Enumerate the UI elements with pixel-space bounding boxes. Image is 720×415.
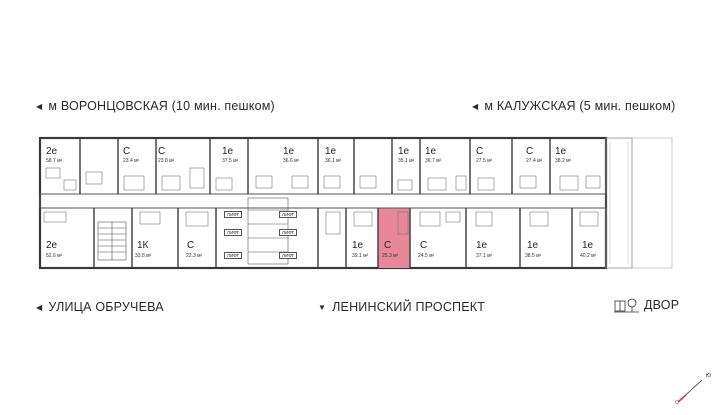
apartment-type-bottom-6[interactable]: 1е xyxy=(476,240,488,251)
apartment-area-bottom-3: 39.1 м² xyxy=(352,253,369,259)
apartment-area-top-0: 58.7 м² xyxy=(46,158,63,164)
leninsky-prospekt-label: ▼ ЛЕНИНСКИЙ ПРОСПЕКТ xyxy=(318,300,485,314)
apartment-area-bottom-6: 37.1 м² xyxy=(476,253,493,259)
apartment-type-bottom-8[interactable]: 1е xyxy=(582,240,594,251)
apartment-type-bottom-2[interactable]: С xyxy=(187,240,195,251)
apartment-area-top-6: 35.1 м² xyxy=(398,158,415,164)
top-partitions xyxy=(79,138,551,194)
pointer-down-left-icon: ◀ xyxy=(36,302,43,312)
selected-apartment-highlight[interactable] xyxy=(378,208,410,268)
apartment-area-bottom-0: 52.6 м² xyxy=(46,253,63,259)
courtyard-icon xyxy=(614,298,639,313)
apartment-type-bottom-7[interactable]: 1е xyxy=(527,240,539,251)
lift-label: ЛИФТ xyxy=(224,229,243,236)
pointer-down-icon: ▼ xyxy=(318,302,327,312)
compass-north-label: Ю xyxy=(706,373,712,379)
pointer-up-left-icon: ◀ xyxy=(472,101,479,111)
apartment-type-bottom-1[interactable]: 1К xyxy=(137,240,149,251)
apartment-area-top-5: 36.1 м² xyxy=(325,158,342,164)
apartment-type-top-1[interactable]: С xyxy=(123,146,131,157)
apartment-type-top-0[interactable]: 2е xyxy=(46,146,58,157)
apartment-type-bottom-5[interactable]: С xyxy=(420,240,428,251)
apartment-area-bottom-1: 33.8 м² xyxy=(135,253,152,259)
courtyard-label: ДВОР xyxy=(614,297,679,313)
apartment-type-bottom-4-selected[interactable]: С xyxy=(384,240,392,251)
street-obrucheva-text: УЛИЦА ОБРУЧЕВА xyxy=(48,300,164,314)
apartment-area-bottom-8: 40.2 м² xyxy=(580,253,597,259)
apartment-type-top-7[interactable]: 1е xyxy=(425,146,437,157)
bottom-partitions xyxy=(93,208,573,268)
apartment-area-bottom-4-selected: 25.3 м² xyxy=(382,253,399,259)
terrace-outer xyxy=(631,137,673,269)
metro-kaluzhskaya-label: ◀ м КАЛУЖСКАЯ (5 мин. пешком) xyxy=(472,99,676,113)
apartment-area-top-7: 36.7 м² xyxy=(425,158,442,164)
room-fixtures xyxy=(43,167,601,235)
compass-south-label: С xyxy=(675,400,679,406)
apartment-type-top-5[interactable]: 1е xyxy=(325,146,337,157)
apartment-type-bottom-3[interactable]: 1е xyxy=(352,240,364,251)
apartment-type-top-3[interactable]: 1е xyxy=(222,146,234,157)
apartment-area-top-1: 23.4 м² xyxy=(123,158,140,164)
apartment-type-top-8[interactable]: С xyxy=(476,146,484,157)
apartment-area-top-4: 36.6 м² xyxy=(283,158,300,164)
metro-kaluzhskaya-text: м КАЛУЖСКАЯ (5 мин. пешком) xyxy=(484,99,676,113)
apartment-area-top-10: 38.2 м² xyxy=(555,158,572,164)
metro-vorontsovskaya-label: ◀ м ВОРОНЦОВСКАЯ (10 мин. пешком) xyxy=(36,99,275,113)
apartment-type-top-4[interactable]: 1е xyxy=(283,146,295,157)
compass: Ю С xyxy=(672,370,712,410)
apartment-area-bottom-7: 38.5 м² xyxy=(525,253,542,259)
courtyard-text: ДВОР xyxy=(644,298,680,312)
compass-needle-icon xyxy=(677,379,703,403)
apartment-area-top-2: 23.8 м² xyxy=(158,158,175,164)
apartment-area-bottom-2: 22.3 м² xyxy=(186,253,203,259)
lift-label: ЛИФТ xyxy=(279,252,298,259)
apartment-type-top-6[interactable]: 1е xyxy=(398,146,410,157)
apartment-type-top-10[interactable]: 1е xyxy=(555,146,567,157)
apartment-area-top-8: 27.5 м² xyxy=(476,158,493,164)
apartment-type-top-9[interactable]: С xyxy=(526,146,534,157)
apartment-area-top-9: 27.4 м² xyxy=(526,158,543,164)
metro-vorontsovskaya-text: м ВОРОНЦОВСКАЯ (10 мин. пешком) xyxy=(48,99,275,113)
street-obrucheva-label: ◀ УЛИЦА ОБРУЧЕВА xyxy=(36,300,164,314)
lift-label: ЛИФТ xyxy=(279,229,298,236)
apartment-area-top-3: 37.5 м² xyxy=(222,158,239,164)
lift-label: ЛИФТ xyxy=(224,211,243,218)
pointer-up-left-icon: ◀ xyxy=(36,101,43,111)
apartment-area-bottom-5: 24.5 м² xyxy=(418,253,435,259)
apartment-type-bottom-0[interactable]: 2е xyxy=(46,240,58,251)
apartment-type-top-2[interactable]: С xyxy=(158,146,166,157)
lift-label: ЛИФТ xyxy=(279,211,298,218)
leninsky-prospekt-text: ЛЕНИНСКИЙ ПРОСПЕКТ xyxy=(332,300,486,314)
lift-label: ЛИФТ xyxy=(224,252,243,259)
